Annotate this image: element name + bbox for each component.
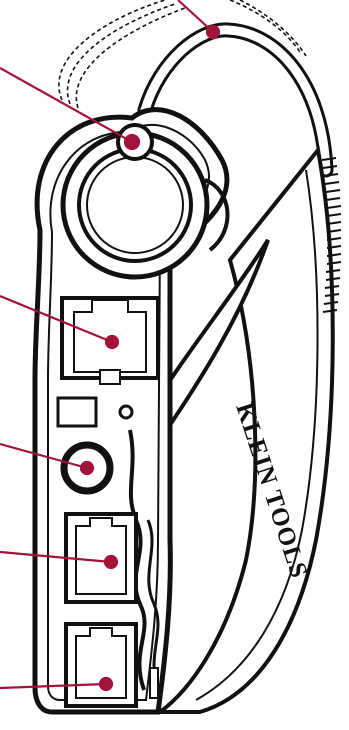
lower-modular-port xyxy=(66,624,136,706)
bottom-slot xyxy=(150,668,158,698)
open-position-dashed-outline xyxy=(59,0,185,108)
cable-cutter-hole xyxy=(79,149,191,261)
small-hole xyxy=(120,406,132,418)
blade-slot xyxy=(58,398,96,426)
